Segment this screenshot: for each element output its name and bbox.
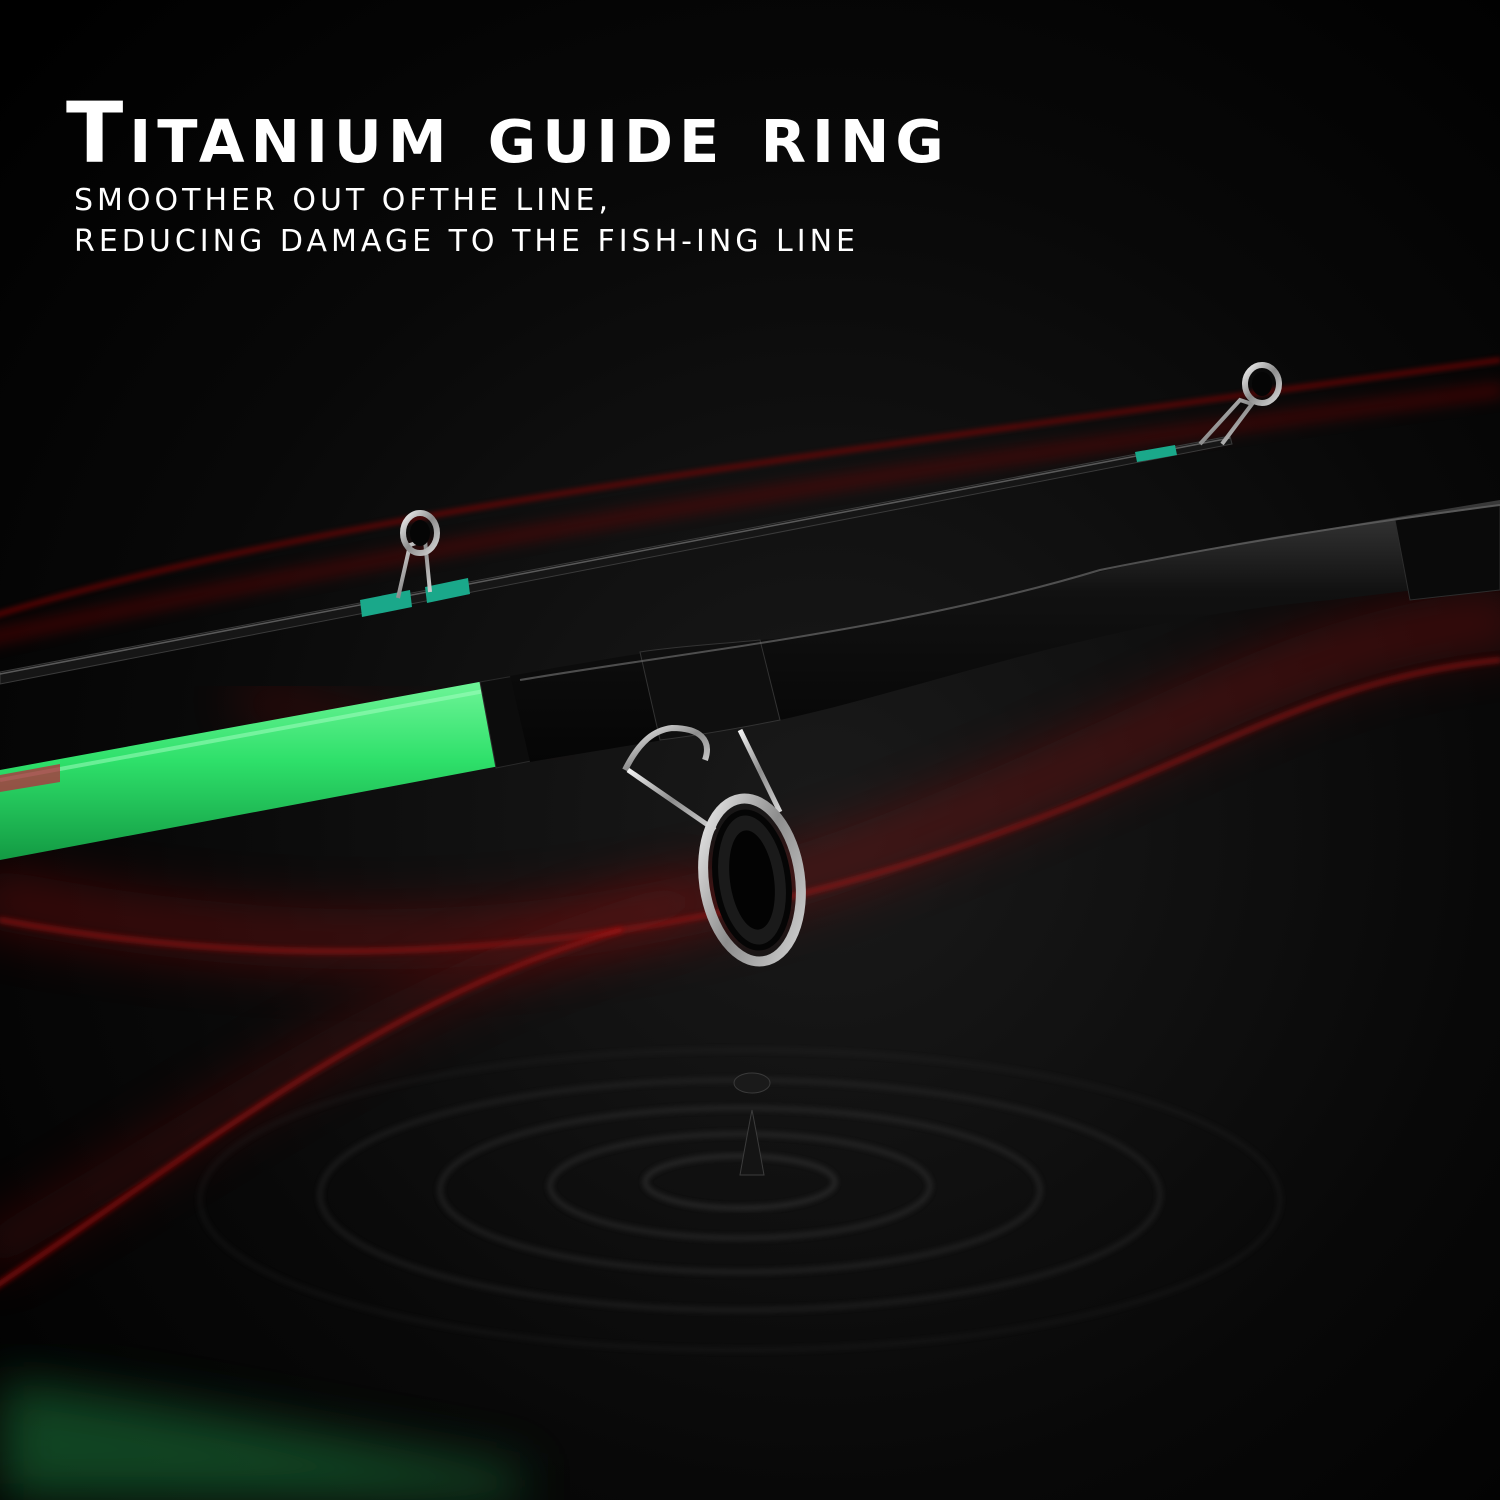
tip-top-guide xyxy=(1198,362,1282,446)
water-droplet xyxy=(733,1072,771,1176)
rod-reflection xyxy=(0,1380,520,1500)
subheadline-line-2: reducing damage to the fish-ing line xyxy=(74,224,860,259)
water-ripples xyxy=(199,1049,1281,1351)
rod-butt-section xyxy=(0,500,1500,860)
headline: Titanium guide ring xyxy=(66,84,950,182)
subheadline-line-1: smoother out ofthe line, xyxy=(74,183,613,218)
titanium-guide-ring xyxy=(622,724,806,967)
small-guide-ring xyxy=(396,510,440,599)
